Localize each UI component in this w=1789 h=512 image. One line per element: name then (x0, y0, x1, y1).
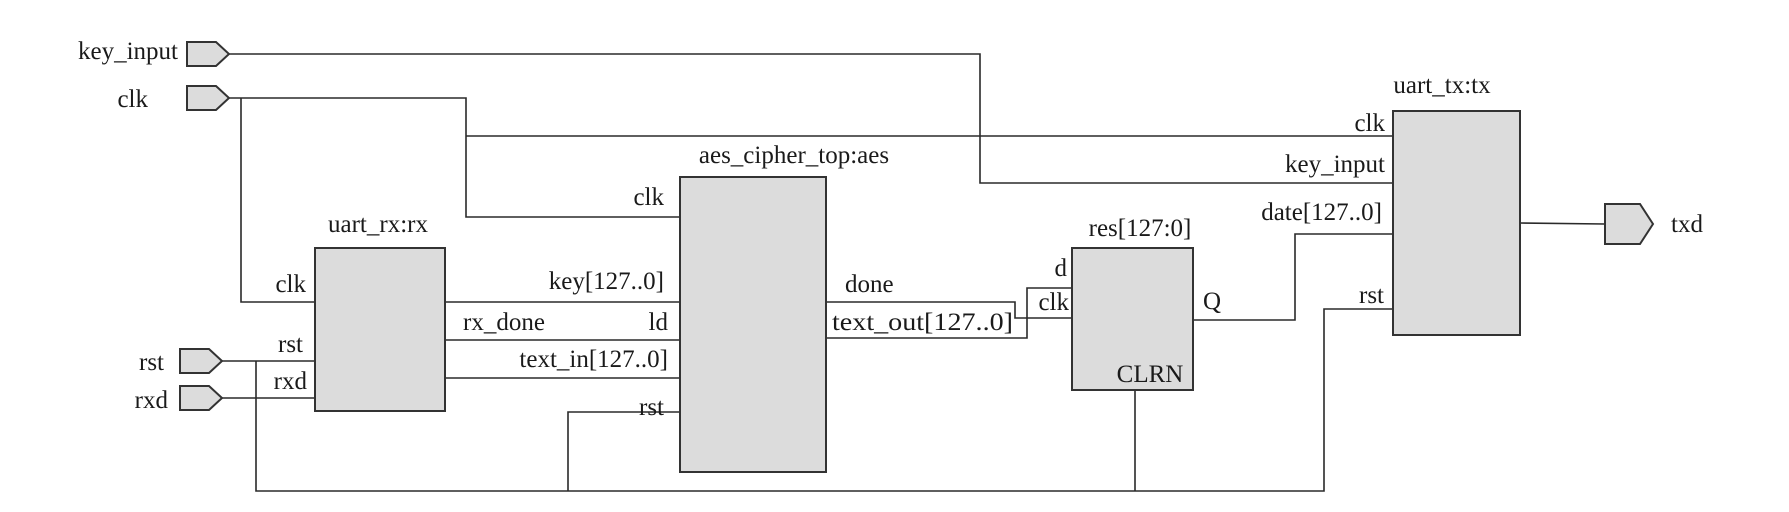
uart-tx-pin-date: date[127..0] (1261, 199, 1382, 226)
uart-rx-pin-rxd: rxd (274, 368, 308, 395)
port-rst-label: rst (139, 349, 164, 376)
uart-tx-pin-clk: clk (1354, 110, 1385, 137)
uart-tx-pin-key-input: key_input (1285, 151, 1385, 178)
wire-q-to-date (1193, 233, 1393, 321)
block-aes-title: aes_cipher_top:aes (699, 142, 889, 169)
block-uart-rx-title: uart_rx:rx (328, 211, 428, 238)
wire-rst-bus (255, 308, 1393, 492)
aes-pin-key: key[127..0] (549, 268, 664, 295)
aes-pin-clk: clk (633, 184, 664, 211)
aes-pin-text-in: text_in[127..0] (519, 346, 668, 373)
port-rxd: rxd (135, 385, 224, 414)
port-clk-label: clk (117, 86, 148, 113)
wire-rst-to-aes (567, 411, 680, 491)
res-pin-clk: clk (1038, 289, 1069, 316)
aes-pin-rst: rst (639, 394, 664, 421)
port-key-input-label: key_input (78, 38, 178, 65)
block-uart-rx: uart_rx:rx clk rst rxd (274, 211, 446, 412)
uart-rx-pin-clk: clk (275, 271, 306, 298)
port-rst: rst (139, 348, 224, 376)
uart-tx-pin-rst: rst (1359, 282, 1384, 309)
port-txd-label: txd (1671, 211, 1703, 238)
block-uart-tx-title: uart_tx:tx (1393, 72, 1491, 99)
wire-key-input (229, 53, 1393, 184)
aes-pin-ld: ld (649, 309, 669, 336)
net-rx-done-label: rx_done (463, 309, 545, 336)
wire-clk (229, 97, 680, 218)
wire-txd (1519, 222, 1606, 225)
port-txd: txd (1604, 203, 1703, 245)
wire-done (826, 301, 1072, 319)
wire-text-out (826, 287, 1072, 339)
aes-pin-done: done (845, 271, 894, 298)
res-pin-clrn: CLRN (1117, 361, 1184, 388)
uart-rx-pin-rst: rst (278, 331, 303, 358)
wire-clk-to-rx (240, 98, 315, 303)
block-aes: aes_cipher_top:aes clk key[127..0] ld te… (463, 142, 1013, 473)
block-res: res[127:0] d clk Q CLRN (1038, 215, 1221, 391)
block-res-title: res[127:0] (1089, 215, 1192, 242)
port-key-input: key_input (78, 38, 231, 67)
port-clk: clk (117, 85, 231, 113)
aes-pin-text-out: text_out[127..0] (832, 309, 1013, 336)
res-pin-d: d (1055, 255, 1068, 282)
res-pin-q: Q (1203, 288, 1221, 315)
wires (222, 53, 1606, 492)
port-rxd-label: rxd (135, 387, 169, 414)
block-uart-tx: uart_tx:tx clk key_input date[127..0] rs… (1261, 72, 1521, 336)
